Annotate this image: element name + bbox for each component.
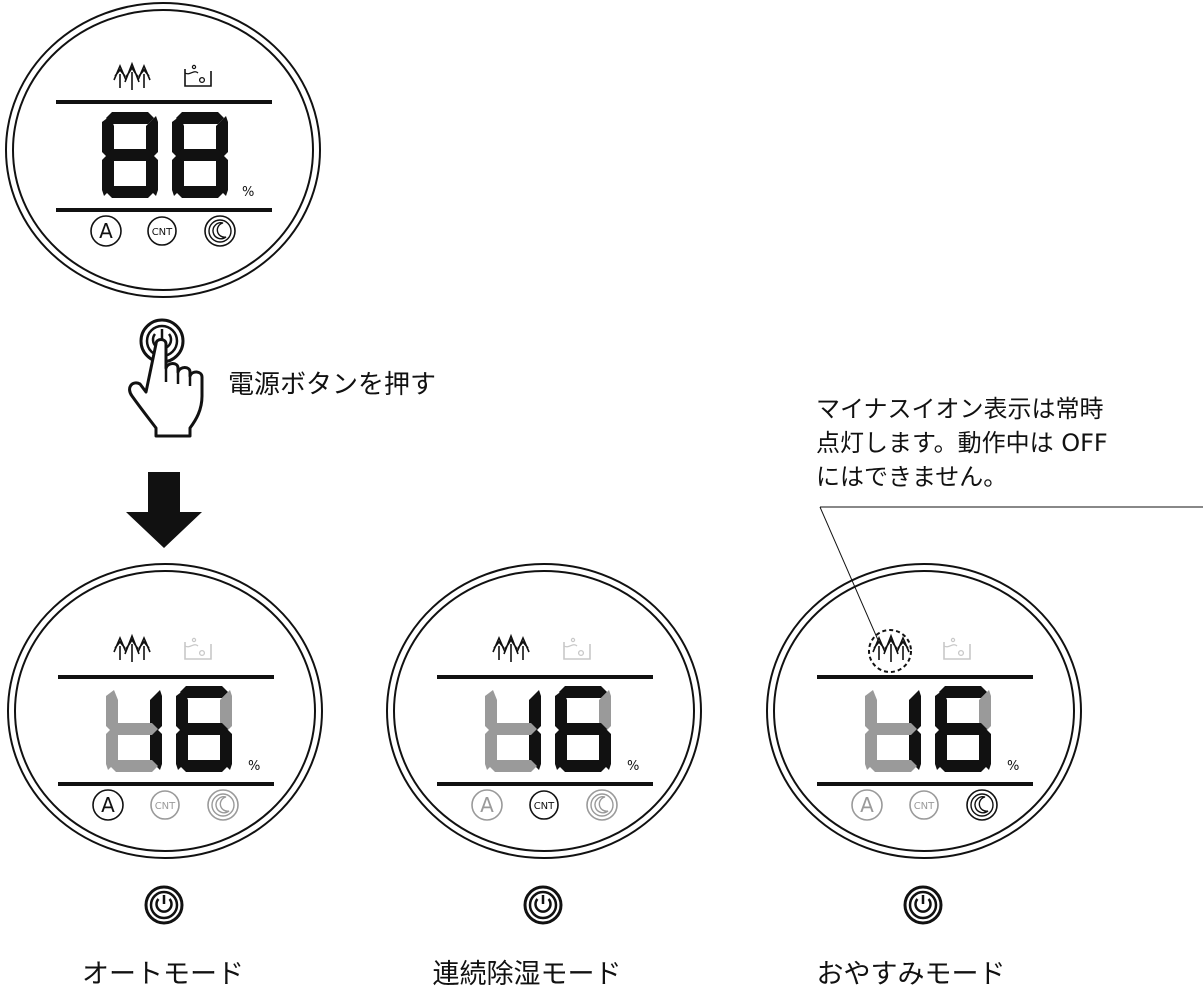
power-button-icon[interactable] — [144, 885, 184, 925]
ion-note-line-3: にはできません。 — [816, 463, 1008, 491]
svg-text:A: A — [99, 219, 113, 243]
continuous-mode-icon: CNT — [529, 790, 559, 820]
tank-icon — [184, 637, 212, 660]
mode-label-sleep: おやすみモード — [816, 959, 1006, 990]
sleep-mode-icon — [207, 789, 239, 821]
digit-4 — [106, 686, 162, 772]
digit-4 — [485, 686, 541, 772]
tank-icon — [943, 637, 971, 660]
digit-4 — [865, 686, 921, 772]
mode-label-continuous: 連続除湿モード — [432, 959, 622, 990]
top-digit-1 — [102, 112, 158, 198]
digit-6 — [555, 686, 611, 772]
mode-panel-3: % A CNT — [766, 563, 1082, 859]
ion-note-line-1: マイナスイオン表示は常時 — [816, 395, 1104, 423]
svg-text:CNT: CNT — [152, 227, 173, 238]
ion-trees-icon — [113, 63, 151, 91]
mode-panel-2: % A CNT — [386, 563, 702, 859]
top-continuous-mode-icon: CNT — [147, 216, 177, 246]
power-button-icon[interactable] — [523, 885, 563, 925]
svg-text:CNT: CNT — [534, 801, 555, 812]
top-auto-mode-icon: A — [90, 215, 122, 247]
ion-note-line-2: 点灯します。動作中は OFF — [816, 429, 1108, 457]
sleep-mode-icon — [586, 789, 618, 821]
continuous-mode-icon: CNT — [150, 790, 180, 820]
ion-trees-icon — [872, 635, 910, 663]
top-digit-2 — [172, 112, 228, 198]
mode-label-auto: オートモード — [82, 959, 244, 990]
top-display: % A CNT — [5, 2, 321, 298]
tank-icon — [184, 64, 212, 87]
press-instruction: 電源ボタンを押す — [228, 370, 437, 400]
power-button-icon[interactable] — [903, 885, 943, 925]
percent-label: % — [627, 759, 639, 774]
callout-line — [819, 506, 1203, 641]
mode-panel-1: % A CNT — [7, 563, 323, 859]
auto-mode-icon: A — [851, 789, 883, 821]
svg-text:CNT: CNT — [914, 801, 935, 812]
ion-highlight-circle — [868, 629, 912, 673]
svg-text:CNT: CNT — [155, 801, 176, 812]
auto-mode-icon: A — [471, 789, 503, 821]
top-percent: % — [242, 185, 254, 200]
continuous-mode-icon: CNT — [909, 790, 939, 820]
percent-label: % — [1007, 759, 1019, 774]
percent-label: % — [248, 759, 260, 774]
digit-6 — [935, 686, 991, 772]
sleep-mode-icon — [966, 789, 998, 821]
hand-pressing-power-icon — [128, 318, 204, 438]
top-sleep-mode-icon — [204, 215, 236, 247]
svg-text:A: A — [860, 793, 874, 817]
tank-icon — [563, 637, 591, 660]
svg-text:A: A — [101, 793, 115, 817]
ion-note: マイナスイオン表示は常時 点灯します。動作中は OFF にはできません。 — [816, 392, 1196, 494]
svg-text:A: A — [480, 793, 494, 817]
digit-6 — [176, 686, 232, 772]
down-arrow — [126, 472, 202, 548]
ion-trees-icon — [492, 635, 530, 663]
ion-trees-icon — [113, 635, 151, 663]
auto-mode-icon: A — [92, 789, 124, 821]
